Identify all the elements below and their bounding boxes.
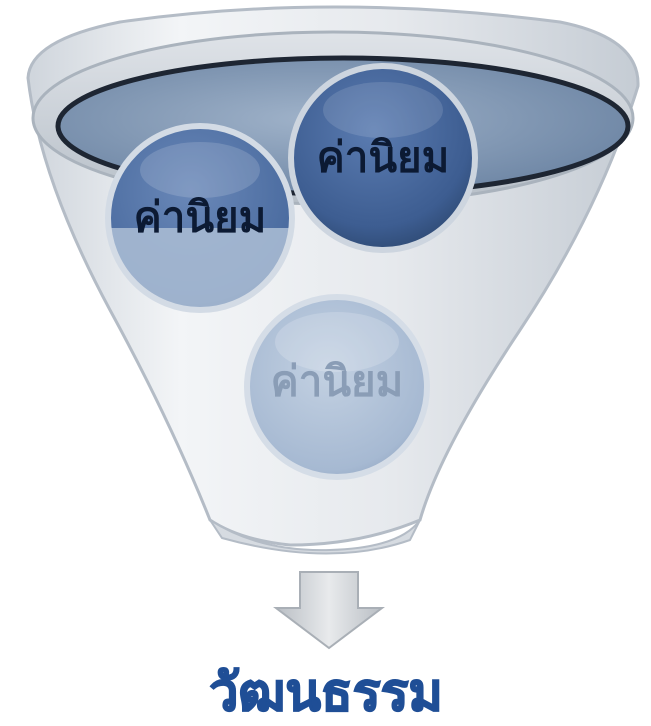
value-label-1: ค่านิยม [134,193,267,242]
result-label: วัฒนธรรม [209,663,443,723]
value-label-2: ค่านิยม [317,133,450,182]
value-bubble-3: ค่านิยม [247,297,427,477]
value-label-3: ค่านิยม [271,357,404,406]
down-arrow-icon [276,572,382,648]
value-bubble-2: ค่านิยม [291,66,475,250]
